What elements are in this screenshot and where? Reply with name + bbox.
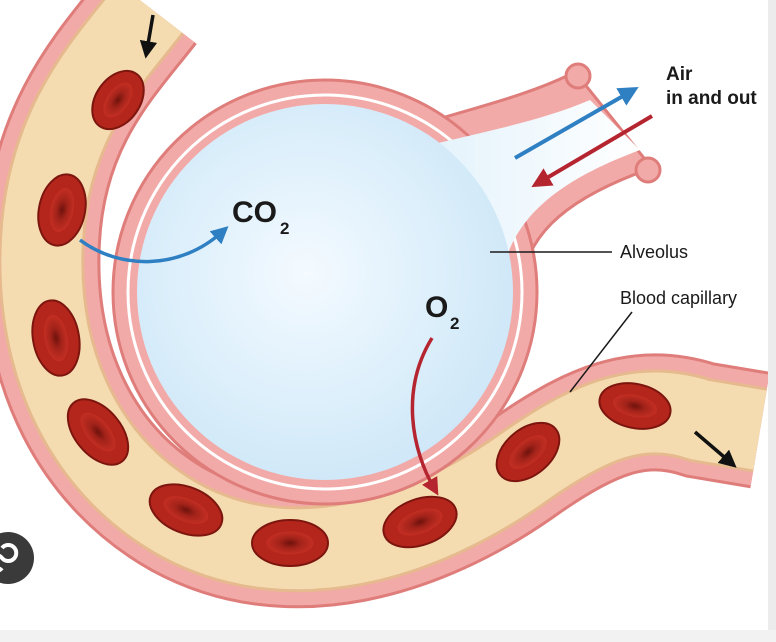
overlay-badge-icon[interactable] <box>0 532 34 584</box>
capillary-leader-line <box>569 311 633 393</box>
co2-subscript: 2 <box>280 219 289 238</box>
red-blood-cells <box>31 69 672 567</box>
duct-end-top <box>564 62 592 90</box>
red-blood-cell <box>251 519 329 567</box>
red-blood-cell <box>91 69 145 131</box>
red-blood-cell <box>37 173 87 247</box>
co2-diffusion-arrow <box>78 226 229 264</box>
red-blood-cell <box>598 382 672 430</box>
air-in-arrow <box>531 114 654 188</box>
red-blood-cell <box>66 398 130 466</box>
air-label-line2: in and out <box>666 88 757 109</box>
o2-label: O <box>425 291 448 324</box>
blood-flow-out-arrow <box>693 430 737 468</box>
air-out-arrow <box>514 87 639 160</box>
alveolus-lumen <box>137 104 513 480</box>
capillary-label: Blood capillary <box>620 288 737 308</box>
red-blood-cell <box>495 421 561 483</box>
right-edge-strip <box>768 0 776 642</box>
bottom-edge-strip <box>0 630 776 642</box>
red-blood-cell <box>31 299 81 377</box>
air-label-line1: Air <box>666 64 693 85</box>
blood-flow-in-arrow <box>139 14 158 59</box>
o2-subscript: 2 <box>450 314 459 333</box>
red-blood-cell <box>382 495 458 549</box>
co2-label: CO <box>232 196 277 229</box>
alveolus-label: Alveolus <box>620 242 688 262</box>
duct-end-bottom <box>634 156 662 184</box>
alveolus-membrane <box>126 93 524 491</box>
red-blood-cell <box>148 483 224 537</box>
o2-diffusion-arrow <box>410 337 439 496</box>
